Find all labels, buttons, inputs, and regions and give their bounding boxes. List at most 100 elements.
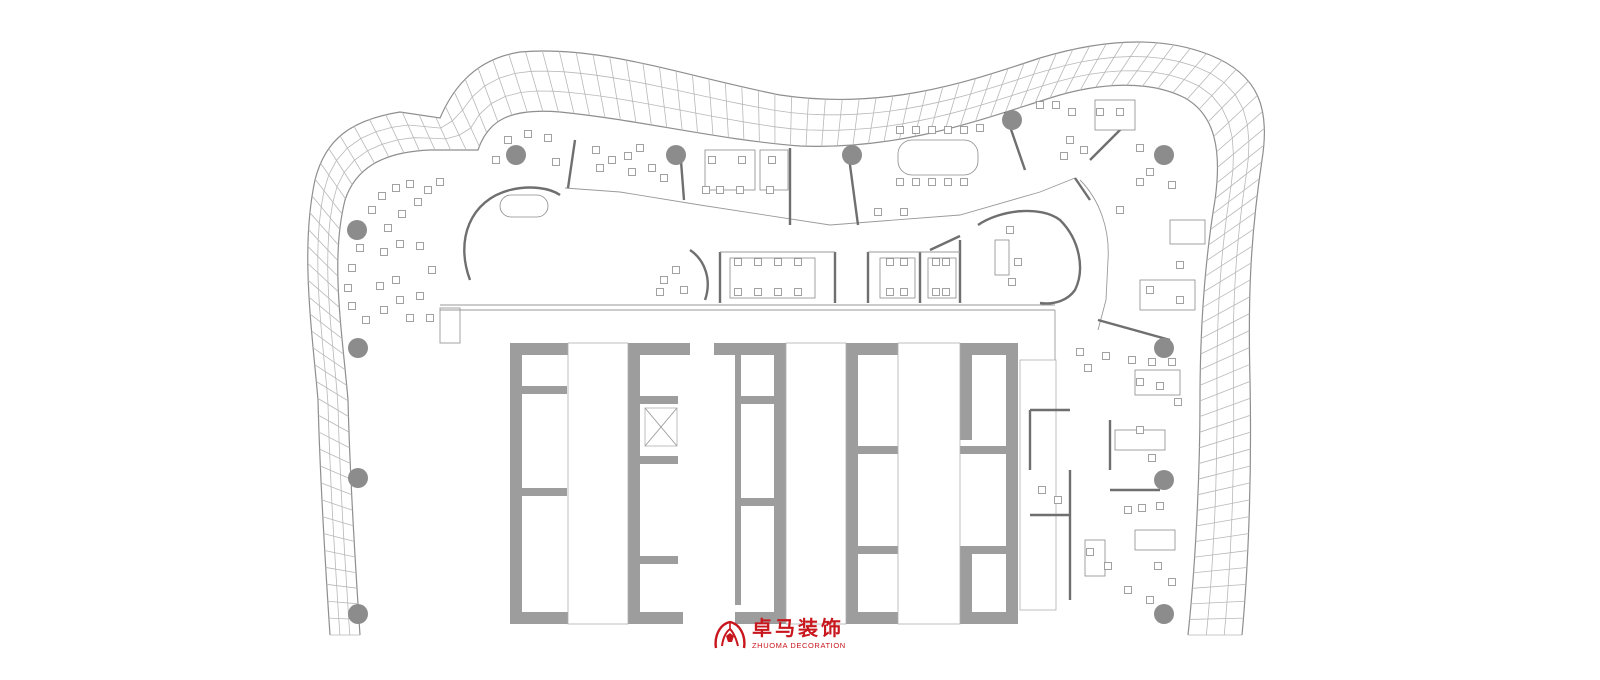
structural-column-icon [1154,604,1174,624]
chair [436,178,444,186]
facade-mullion [1095,42,1124,88]
facade-mullion [1198,465,1251,480]
chair [376,282,384,290]
facade-mullion [990,68,1009,118]
facade-mullion [1049,49,1074,99]
chair [1054,496,1062,504]
desk-east-5 [1094,99,1136,131]
chair [1066,136,1074,144]
horse-roundel-logo-icon [714,620,746,649]
chair [1148,454,1156,462]
meeting-curved-wall [977,209,1082,305]
facade-mullion [325,567,357,573]
facade-mullion [1005,63,1025,113]
facade-mullion [308,296,341,324]
facade-mullion [609,56,621,120]
chair [774,258,782,266]
chair [406,314,414,322]
chair [1124,586,1132,594]
desk-east-4 [1169,219,1206,245]
chair [1176,296,1184,304]
chair [960,178,968,186]
chair [734,288,742,296]
facade-transom [317,56,1250,636]
facade-mullion [1199,397,1251,417]
core-block-east [846,343,898,624]
structural-column-icon [506,145,526,165]
facade-mullion [1201,313,1250,339]
chair [1076,348,1084,356]
north-partition-7 [1074,177,1091,201]
facade-mullion [320,482,352,495]
facade-mullion [1199,414,1251,433]
chair [396,296,404,304]
chair [734,258,742,266]
north-corridor-wall [564,177,1076,226]
structural-column-icon [348,604,368,624]
chair [1146,596,1154,604]
facade-mullion [1199,380,1251,402]
facade-mullion [312,347,346,371]
chair [912,178,920,186]
chair [1168,181,1176,189]
facade-mullion [1203,262,1252,292]
chair [1176,261,1184,269]
facade-mullion [307,263,339,293]
chair [942,288,950,296]
chair [738,156,746,164]
facade-mullion [319,448,351,464]
facade-mullion [1205,245,1253,277]
chair [774,288,782,296]
structural-columns [347,110,1174,624]
facade-mullion [323,533,355,542]
facade-mullion [642,63,652,125]
facade-mullion [708,78,714,136]
chair [426,314,434,322]
facade-mullion [1198,448,1251,464]
furniture [344,99,1206,604]
facade-mullion [464,79,488,133]
chair [886,258,894,266]
building-core [510,342,1072,625]
structural-column-icon [1154,145,1174,165]
structural-column-icon [1154,470,1174,490]
chair [1138,504,1146,512]
chair [928,126,936,134]
chair [1086,548,1094,556]
reception-curve [689,249,709,301]
chair [1136,426,1144,434]
chair [1124,506,1132,514]
chair [596,164,604,172]
facade-mullion [575,52,590,116]
facade-mullion [1197,482,1251,496]
chair [524,130,532,138]
facade-mullion [659,67,668,128]
chair [754,288,762,296]
facade-mullion [309,212,339,246]
chair [1008,278,1016,286]
chair [624,152,632,160]
chair [1156,382,1164,390]
chair [944,126,952,134]
chair [900,288,908,296]
facade-mullion [1186,60,1223,100]
chair [1080,146,1088,154]
facade-mullion [453,91,480,147]
facade-mullion [418,114,436,151]
chair [960,126,968,134]
facade-mullion [1189,617,1244,620]
chair [648,164,656,172]
lounge-table [499,194,549,218]
facade-mullion [592,54,606,118]
core-stub-center-1 [741,396,774,404]
facade-mullion [541,50,559,112]
facade-mullion [1191,600,1245,605]
chair [1168,358,1176,366]
chair [1128,356,1136,364]
chair [544,134,552,142]
chair [900,258,908,266]
facade-mullion [1201,296,1250,324]
chair [380,306,388,314]
facade-mullion [883,96,894,142]
